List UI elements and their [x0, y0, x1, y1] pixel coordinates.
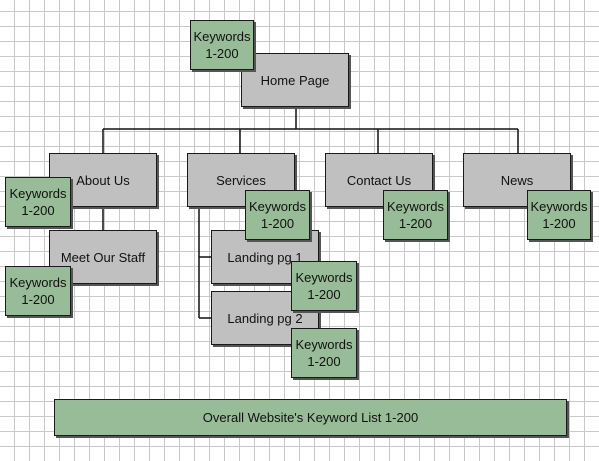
keywords-range: 1-200 — [307, 287, 341, 302]
keywords-box-services: Keywords 1-200 — [245, 190, 310, 240]
news-label: News — [500, 172, 534, 188]
keywords-label: Keywords — [530, 199, 588, 214]
contact-us-label: Contact Us — [346, 172, 412, 188]
keywords-label: Keywords — [9, 186, 67, 201]
landing-pg-2-label: Landing pg 2 — [227, 310, 303, 326]
keywords-label: Keywords — [386, 199, 445, 214]
keywords-box-contact: Keywords 1-200 — [383, 190, 448, 240]
keywords-range: 1-200 — [398, 216, 433, 231]
keywords-range: 1-200 — [21, 292, 55, 307]
overall-keyword-list-label: Overall Website's Keyword List 1-200 — [202, 410, 419, 425]
about-us-label: About Us — [76, 172, 130, 188]
keywords-box-about: Keywords 1-200 — [5, 177, 71, 227]
keywords-box-news: Keywords 1-200 — [527, 190, 591, 240]
meet-our-staff-label: Meet Our Staff — [60, 249, 146, 265]
keywords-range: 1-200 — [260, 216, 295, 231]
keywords-range: 1-200 — [542, 216, 576, 231]
home-page-label: Home Page — [260, 72, 330, 88]
keywords-box-home: Keywords 1-200 — [190, 20, 254, 70]
keywords-box-staff: Keywords 1-200 — [5, 266, 71, 316]
keywords-box-landing-2: Keywords 1-200 — [291, 328, 357, 378]
keywords-label: Keywords — [295, 270, 353, 285]
keywords-box-landing-1: Keywords 1-200 — [291, 261, 357, 311]
keywords-range: 1-200 — [21, 203, 55, 218]
keywords-label: Keywords — [295, 337, 353, 352]
overall-keyword-list-banner: Overall Website's Keyword List 1-200 — [54, 399, 567, 436]
about-us-box: About Us — [49, 153, 157, 207]
keywords-label: Keywords — [193, 29, 251, 44]
services-label: Services — [216, 172, 266, 188]
keywords-label: Keywords — [248, 199, 307, 214]
landing-pg-1-label: Landing pg 1 — [227, 249, 303, 265]
keywords-label: Keywords — [9, 275, 67, 290]
keywords-range: 1-200 — [205, 46, 239, 61]
home-page-box: Home Page — [241, 53, 349, 107]
keywords-range: 1-200 — [307, 354, 341, 369]
